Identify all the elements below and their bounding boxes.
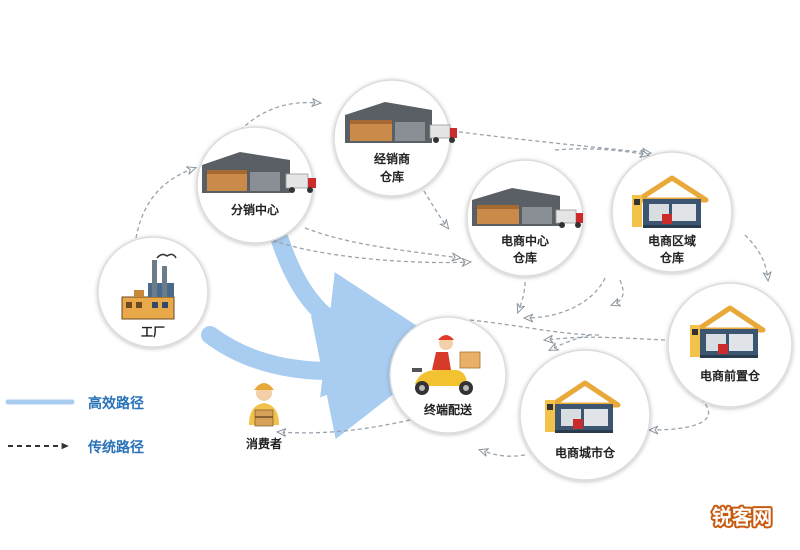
watermark-outline: 锐客网 — [712, 505, 772, 529]
ecommerce-regional-label-line2: 仓库 — [659, 250, 684, 265]
factory-icon — [121, 253, 177, 320]
distribution-center-label: 分销中心 — [231, 202, 279, 217]
delivery-scooter-icon — [412, 335, 481, 395]
node-ecommerce-center-warehouse: 电商中心 仓库 — [466, 159, 584, 277]
path-ecom-regional-to-front — [744, 234, 768, 280]
legend: 高效路径 传统路径 — [5, 395, 144, 456]
path-distribution-to-ecom-center-1 — [304, 227, 460, 258]
path-ecom-center-to-regional — [554, 148, 648, 155]
dealer-warehouse-label-line2: 仓库 — [379, 169, 404, 184]
warehouse-icon — [345, 102, 457, 143]
node-ecommerce-regional-warehouse: 电商区域 仓库 — [611, 151, 733, 273]
path-front-to-city — [650, 389, 710, 430]
path-front-to-delivery — [545, 337, 666, 340]
smart-warehouse-icon — [690, 305, 766, 358]
efficient-path-factory-to-delivery — [201, 315, 447, 440]
path-delivery-link — [469, 319, 601, 336]
node-distribution-center: 分销中心 — [196, 126, 316, 244]
path-ecom-regional-to-delivery — [525, 277, 606, 318]
smart-warehouse-icon — [632, 175, 709, 228]
path-regional-to-city — [612, 279, 624, 305]
path-dealer-to-ecom-center — [419, 184, 448, 228]
traditional-paths — [134, 103, 768, 457]
node-ecommerce-city-warehouse: 电商城市仓 — [519, 349, 651, 481]
ecommerce-front-label: 电商前置仓 — [700, 368, 761, 383]
path-city-to-delivery-upper — [550, 334, 591, 350]
legend-traditional-label: 传统路径 — [87, 439, 144, 456]
dealer-warehouse-label-line1: 经销商 — [374, 151, 410, 166]
consumer-person-icon — [249, 383, 279, 427]
node-factory: 工厂 — [97, 236, 209, 348]
node-consumer: 消费者 — [246, 383, 282, 451]
factory-label: 工厂 — [141, 325, 165, 339]
ecommerce-center-label-line1: 电商中心 — [501, 233, 549, 248]
node-last-mile-delivery: 终端配送 — [389, 316, 507, 434]
ecommerce-city-label: 电商城市仓 — [555, 445, 616, 460]
warehouse-icon — [202, 152, 316, 193]
path-delivery-to-consumer — [278, 419, 411, 433]
ecommerce-regional-label-line1: 电商区域 — [648, 233, 696, 248]
path-ecom-center-to-delivery — [518, 281, 526, 312]
path-city-to-delivery — [480, 450, 526, 456]
node-dealer-warehouse: 经销商 仓库 — [333, 79, 457, 197]
legend-efficient-label: 高效路径 — [88, 395, 144, 412]
ecommerce-center-label-line2: 仓库 — [512, 250, 537, 265]
path-dealer-to-ecom-regional — [444, 129, 650, 153]
efficient-path-distribution-to-delivery — [271, 231, 453, 398]
path-factory-to-distribution — [134, 168, 195, 246]
consumer-label: 消费者 — [246, 436, 282, 451]
watermark-text: 锐客网 — [712, 505, 772, 529]
delivery-label: 终端配送 — [424, 402, 473, 417]
warehouse-icon — [472, 188, 583, 228]
smart-warehouse-icon — [545, 380, 621, 433]
node-ecommerce-front-warehouse: 电商前置仓 — [667, 282, 793, 408]
